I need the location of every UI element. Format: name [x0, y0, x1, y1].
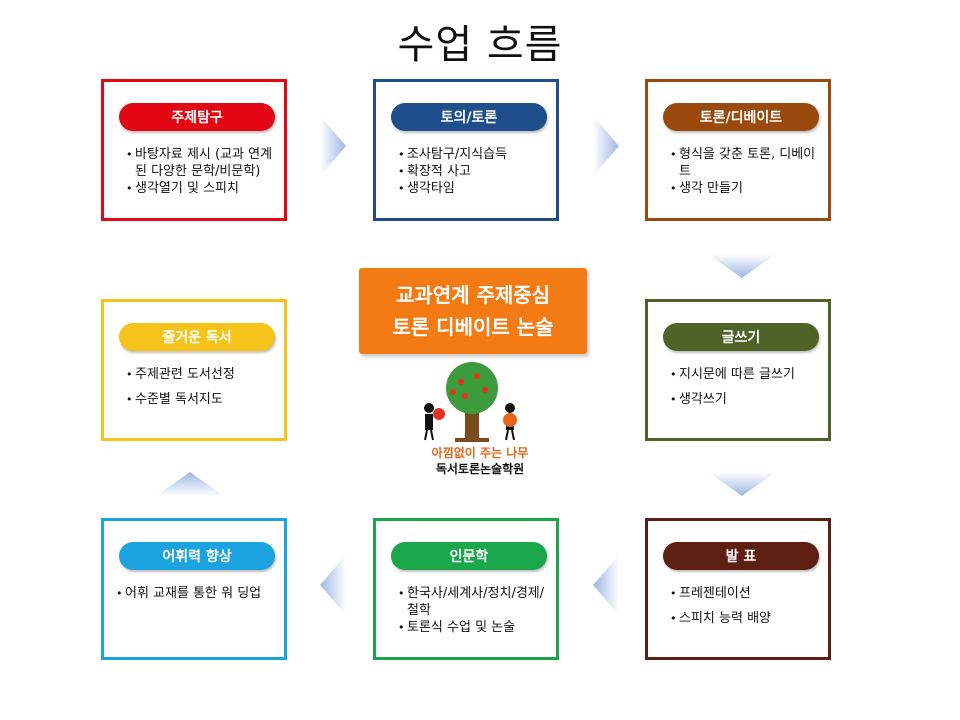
arrow-right-icon: [593, 116, 619, 176]
card-presentation: 발 표 프레젠테이션 스피치 능력 배양: [645, 518, 831, 660]
giving-tree-logo-icon: [424, 362, 517, 442]
list-item: 한국사/세계사/정치/경제/철학: [398, 585, 546, 619]
card-reading-list: 주제관련 도서선정 수준별 독서지도: [126, 366, 274, 416]
card-vocab-list: 어휘 교재를 통한 워 딩업: [116, 585, 274, 602]
list-item: 수준별 독서지도: [126, 391, 274, 408]
list-item: 지시문에 따른 글쓰기: [670, 366, 818, 383]
card-writing: 글쓰기 지시문에 따른 글쓰기 생각쓰기: [645, 299, 831, 441]
card-debate: 토론/디베이트 형식을 갖춘 토론, 디베이트 생각 만들기: [645, 79, 831, 221]
card-presentation-list: 프레젠테이션 스피치 능력 배양: [670, 585, 818, 635]
list-item: 주제관련 도서선정: [126, 366, 274, 383]
list-item: 생각열기 및 스피치: [126, 180, 274, 197]
card-writing-label: 글쓰기: [663, 323, 819, 351]
arrow-left-icon: [593, 555, 619, 615]
list-item: 프레젠테이션: [670, 585, 818, 602]
card-debate-list: 형식을 갖춘 토론, 디베이트 생각 만들기: [670, 146, 818, 197]
card-writing-list: 지시문에 따른 글쓰기 생각쓰기: [670, 366, 818, 416]
list-item: 생각쓰기: [670, 391, 818, 408]
card-humanities-label: 인문학: [391, 542, 547, 570]
arrow-right-icon: [320, 116, 346, 176]
card-vocab-label: 어휘력 향상: [119, 542, 275, 570]
list-item: 조사탐구/지식습득: [398, 146, 546, 163]
list-item: 확장적 사고: [398, 163, 546, 180]
card-humanities: 인문학 한국사/세계사/정치/경제/철학 토론식 수업 및 논술: [373, 518, 559, 660]
card-topic-list: 바탕자료 제시 (교과 연계된 다양한 문학/비문학) 생각열기 및 스피치: [126, 146, 274, 197]
center-banner-line1: 교과연계 주제중심: [395, 283, 551, 307]
arrow-left-icon: [320, 555, 346, 615]
card-discussion: 토의/토론 조사탐구/지식습득 확장적 사고 생각타임: [373, 79, 559, 221]
card-discussion-label: 토의/토론: [391, 103, 547, 131]
arrow-down-icon: [708, 254, 776, 278]
list-item: 생각타임: [398, 180, 546, 197]
card-topic: 주제탐구 바탕자료 제시 (교과 연계된 다양한 문학/비문학) 생각열기 및 …: [101, 79, 287, 221]
card-vocab: 어휘력 향상 어휘 교재를 통한 워 딩업: [101, 518, 287, 660]
list-item: 어휘 교재를 통한 워 딩업: [116, 585, 274, 602]
list-item: 생각 만들기: [670, 180, 818, 197]
card-reading: 즐거운 독서 주제관련 도서선정 수준별 독서지도: [101, 299, 287, 441]
card-discussion-list: 조사탐구/지식습득 확장적 사고 생각타임: [398, 146, 546, 197]
logo-name: 독서토론논술학원: [435, 462, 525, 476]
card-presentation-label: 발 표: [663, 542, 819, 570]
list-item: 토론식 수업 및 논술: [398, 619, 546, 636]
card-topic-label: 주제탐구: [119, 103, 275, 131]
center-banner-line2: 토론 디베이트 논술: [392, 315, 554, 339]
card-debate-label: 토론/디베이트: [663, 103, 819, 131]
logo-tagline: 아낌없이 주는 나무: [431, 446, 529, 460]
arrow-down-icon: [708, 472, 776, 496]
page-title: 수업 흐름: [397, 22, 563, 68]
card-humanities-list: 한국사/세계사/정치/경제/철학 토론식 수업 및 논술: [398, 585, 546, 636]
list-item: 바탕자료 제시 (교과 연계된 다양한 문학/비문학): [126, 146, 274, 180]
list-item: 형식을 갖춘 토론, 디베이트: [670, 146, 818, 180]
card-reading-label: 즐거운 독서: [119, 323, 275, 351]
center-banner: 교과연계 주제중심 토론 디베이트 논술: [359, 268, 587, 354]
list-item: 스피치 능력 배양: [670, 610, 818, 627]
arrow-up-icon: [156, 472, 224, 496]
